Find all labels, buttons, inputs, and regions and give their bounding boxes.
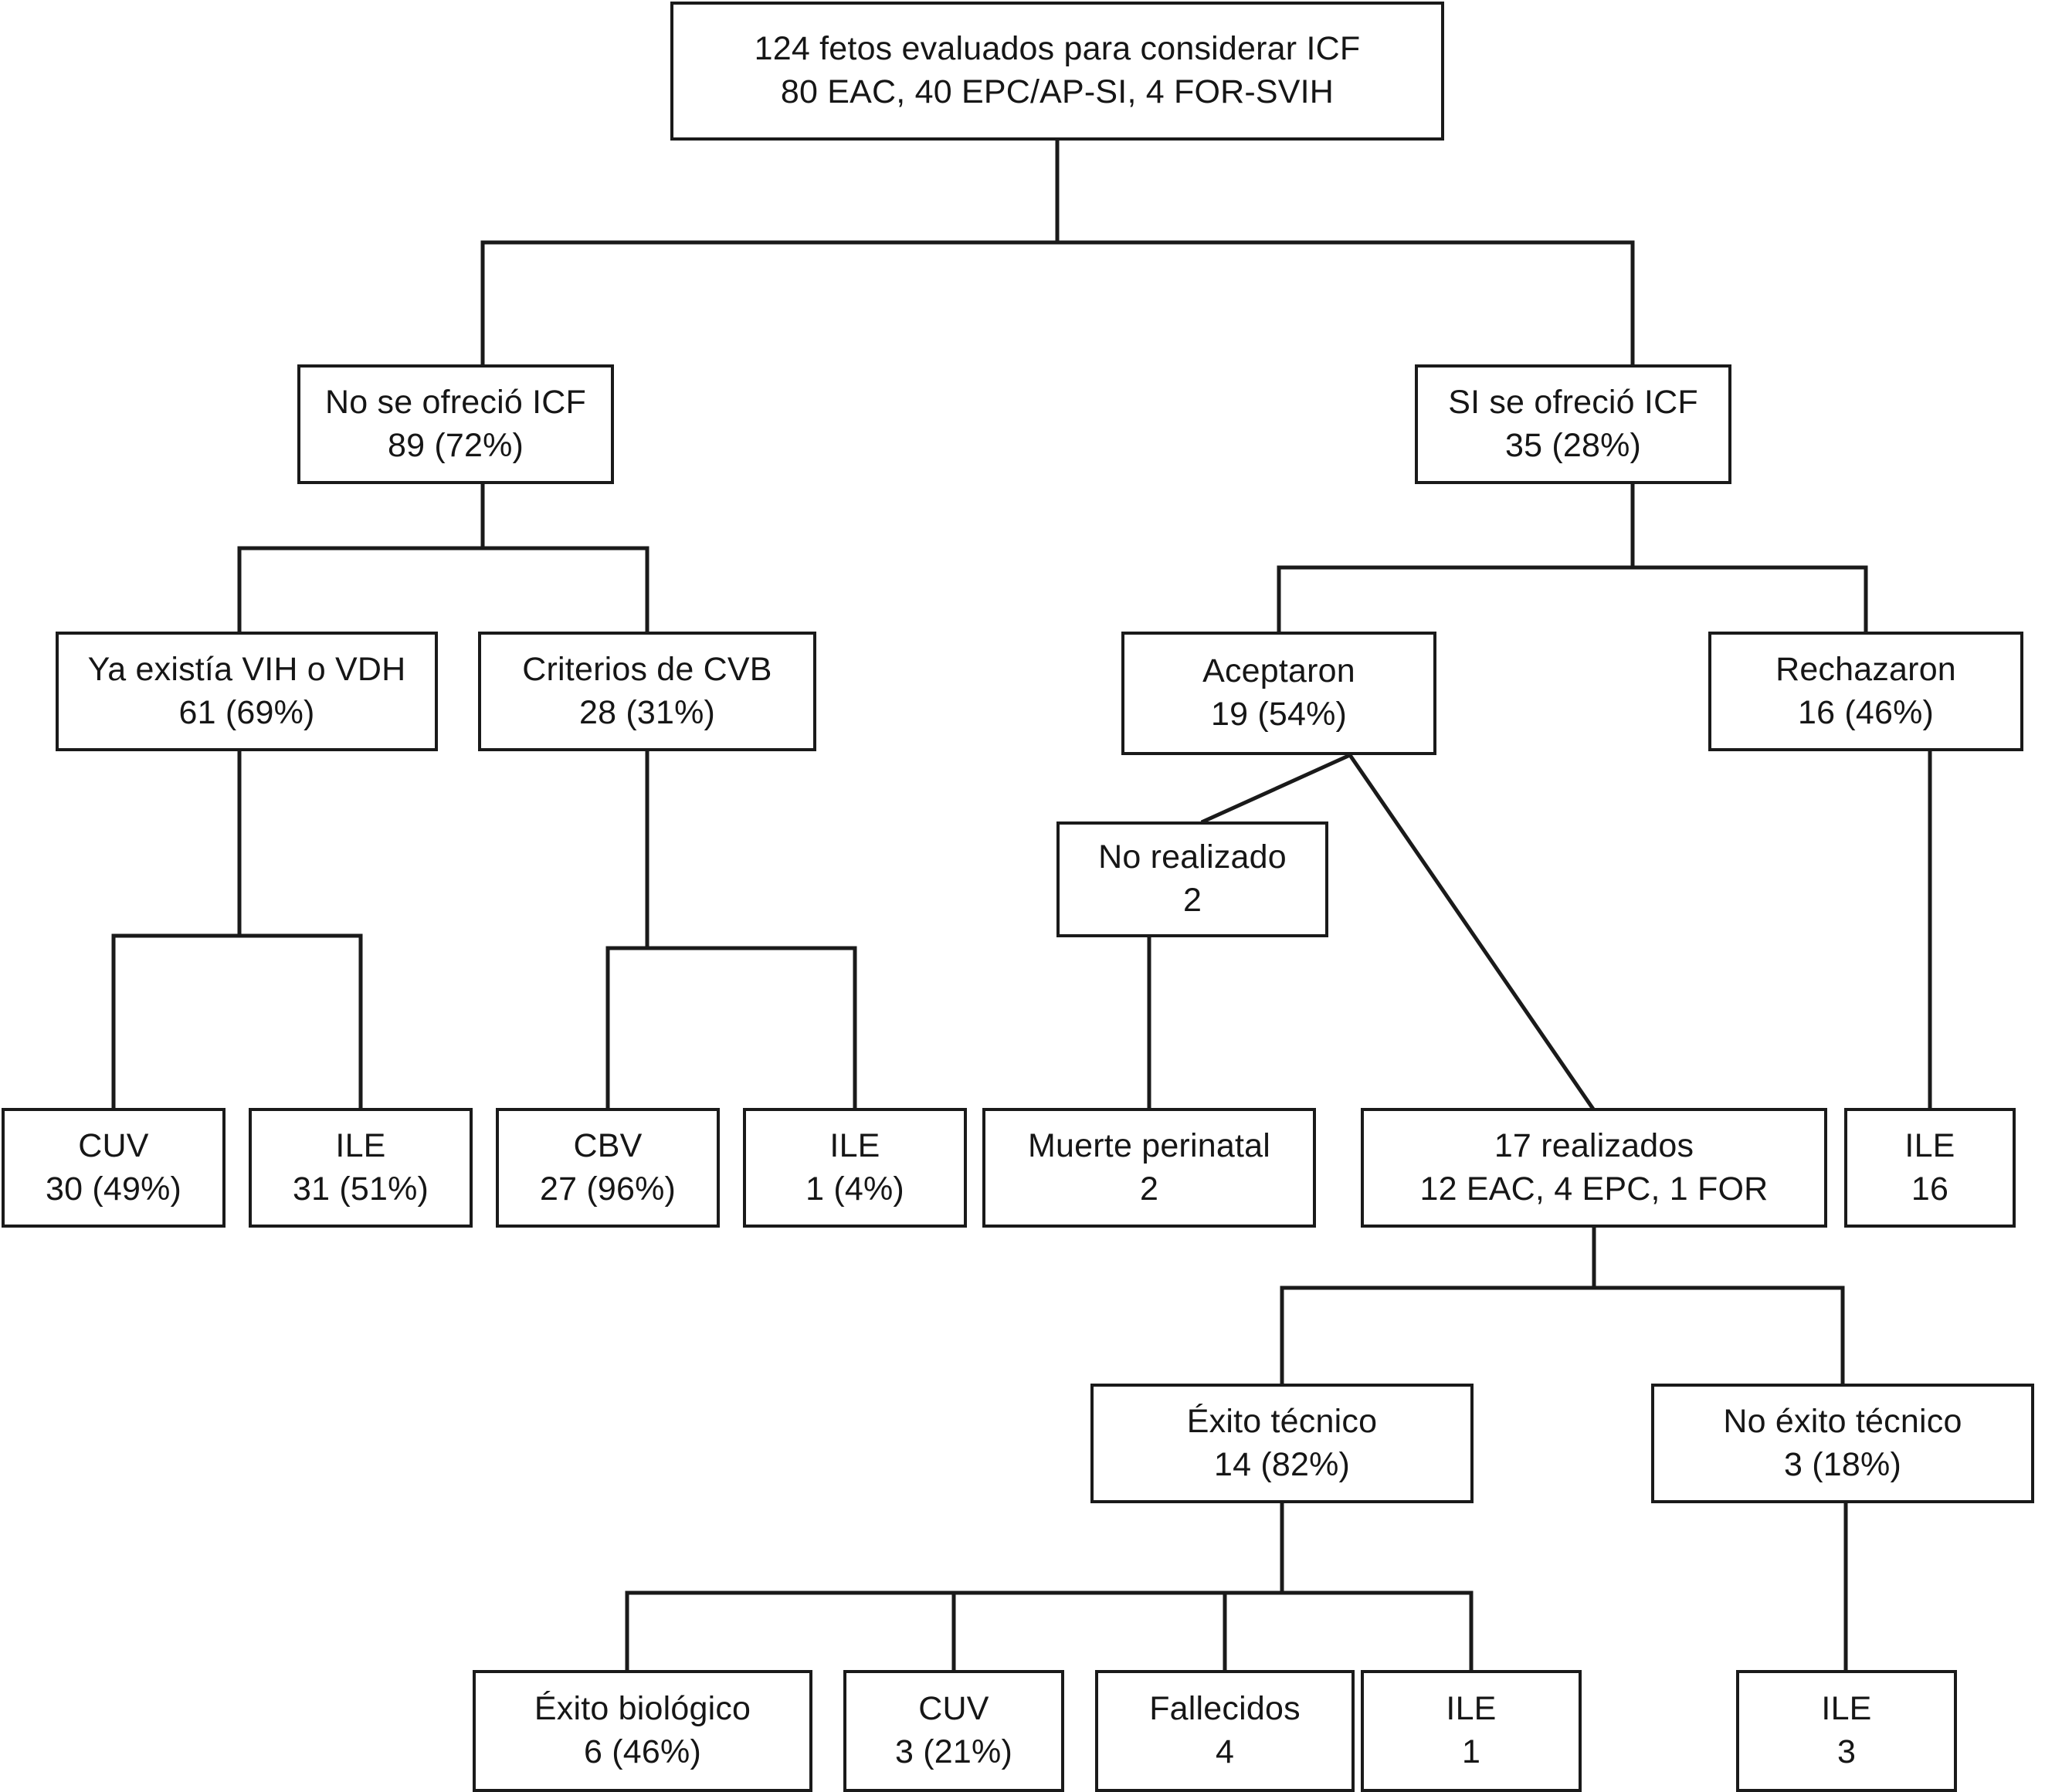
node-procedures-performed: 17 realizados 12 EAC, 4 EPC, 1 FOR (1361, 1108, 1827, 1228)
node-label-primary: Fallecidos (1149, 1690, 1301, 1728)
node-label-primary: ILE (1446, 1690, 1497, 1728)
node-label-secondary: 80 EAC, 40 EPC/AP-SI, 4 FOR-SVIH (780, 73, 1335, 110)
node-label-primary: ILE (335, 1126, 386, 1164)
node-not-performed: No realizado 2 (1056, 821, 1328, 937)
node-label-primary: 124 fetos evaluados para considerar ICF (754, 30, 1361, 68)
node-label-primary: ILE (1904, 1126, 1955, 1164)
node-label-secondary: 35 (28%) (1504, 426, 1642, 464)
node-label-secondary: 1 (1461, 1733, 1481, 1770)
accepted-to-performed (1347, 752, 1596, 1111)
node-label-primary: Rechazaron (1775, 650, 1956, 688)
node-label-primary: CUV (918, 1690, 989, 1728)
node-label-primary: SI se ofreció ICF (1448, 383, 1698, 421)
node-label-secondary: 3 (18%) (1784, 1445, 1901, 1483)
node-label-secondary: 30 (49%) (45, 1170, 182, 1208)
node-rejected: Rechazaron 16 (46%) (1708, 632, 2023, 751)
node-label-primary: 17 realizados (1494, 1126, 1694, 1164)
node-ile-outcome-a: ILE 31 (51%) (249, 1108, 473, 1228)
node-label-primary: No éxito técnico (1723, 1402, 1962, 1440)
node-icf-not-offered: No se ofreció ICF 89 (72%) (297, 364, 614, 484)
node-label-primary: Aceptaron (1202, 652, 1355, 690)
node-label-secondary: 31 (51%) (292, 1170, 429, 1208)
node-ile-outcome-b: ILE 1 (4%) (743, 1108, 967, 1228)
node-label-secondary: 61 (69%) (178, 693, 315, 731)
node-label-primary: CUV (78, 1126, 149, 1164)
node-label-primary: ILE (829, 1126, 880, 1164)
node-label-primary: Éxito biológico (534, 1690, 751, 1728)
node-ile-outcome-c: ILE 16 (1844, 1108, 2016, 1228)
node-label-secondary: 89 (72%) (387, 426, 524, 464)
node-label-secondary: 6 (46%) (584, 1733, 701, 1770)
node-label-secondary: 19 (54%) (1210, 696, 1348, 733)
node-cvb-criteria: Criterios de CVB 28 (31%) (478, 632, 816, 751)
node-label-primary: Éxito técnico (1186, 1402, 1378, 1440)
node-ile-outcome-f: ILE 3 (1736, 1670, 1957, 1792)
node-technical-success: Éxito técnico 14 (82%) (1090, 1384, 1474, 1503)
node-label-primary: Ya existía VIH o VDH (87, 650, 406, 688)
node-label-secondary: 16 (1911, 1170, 1949, 1208)
node-label-secondary: 2 (1182, 882, 1202, 919)
node-cbv-outcome: CBV 27 (96%) (496, 1108, 720, 1228)
node-label-secondary: 4 (1215, 1733, 1235, 1770)
node-label-primary: No se ofreció ICF (325, 383, 586, 421)
node-biological-success: Éxito biológico 6 (46%) (473, 1670, 812, 1792)
node-accepted: Aceptaron 19 (54%) (1121, 632, 1436, 755)
node-cuv-outcome: CUV 30 (49%) (2, 1108, 226, 1228)
node-label-primary: Muerte perinatal (1028, 1126, 1270, 1164)
node-label-secondary: 14 (82%) (1213, 1445, 1351, 1483)
node-label-primary: ILE (1821, 1690, 1872, 1728)
node-label-secondary: 28 (31%) (578, 693, 716, 731)
node-label-secondary: 16 (46%) (1797, 693, 1935, 731)
node-label-secondary: 27 (96%) (539, 1170, 677, 1208)
node-label-secondary: 3 (1836, 1733, 1857, 1770)
node-evaluated-fetuses: 124 fetos evaluados para considerar ICF 8… (670, 2, 1444, 141)
node-label-secondary: 3 (21%) (895, 1733, 1012, 1770)
node-perinatal-death: Muerte perinatal 2 (982, 1108, 1316, 1228)
accepted-to-not-performed (1200, 752, 1353, 825)
node-label-secondary: 1 (4%) (805, 1170, 904, 1208)
node-label-primary: CBV (573, 1126, 643, 1164)
node-label-primary: No realizado (1098, 838, 1287, 876)
node-label-secondary: 12 EAC, 4 EPC, 1 FOR (1419, 1170, 1769, 1208)
node-label-secondary: 2 (1139, 1170, 1159, 1208)
node-deceased: Fallecidos 4 (1095, 1670, 1355, 1792)
node-technical-failure: No éxito técnico 3 (18%) (1651, 1384, 2034, 1503)
node-ile-outcome-e: ILE 1 (1361, 1670, 1582, 1792)
node-icf-offered: SI se ofreció ICF 35 (28%) (1415, 364, 1731, 484)
node-pre-existing-vih-vdh: Ya existía VIH o VDH 61 (69%) (56, 632, 438, 751)
node-cuv-outcome-d: CUV 3 (21%) (843, 1670, 1064, 1792)
node-label-primary: Criterios de CVB (522, 650, 772, 688)
